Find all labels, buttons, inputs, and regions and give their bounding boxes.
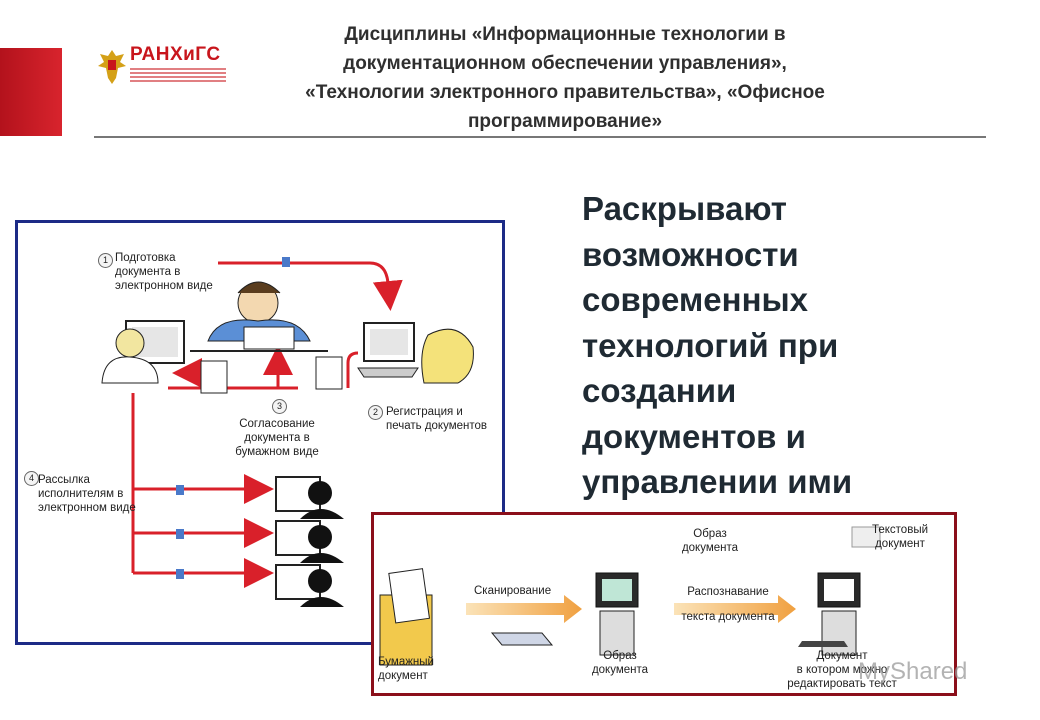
watermark: MyShared xyxy=(858,658,968,685)
header-divider xyxy=(94,136,986,138)
image-top-line: Образ xyxy=(693,528,727,540)
step3-number: 3 xyxy=(272,399,287,414)
eagle-emblem-icon xyxy=(98,50,126,84)
step2-label: Регистрация и печать документов xyxy=(374,405,487,433)
text-doc-line: документ xyxy=(875,538,925,550)
image-bottom-line: документа xyxy=(591,664,649,676)
main-statement: Раскрывают возможности современных техно… xyxy=(582,190,853,500)
scan-drawing xyxy=(379,526,881,666)
image-bottom-line: Образ xyxy=(603,650,637,662)
recognition-label: Распознавание текста документа xyxy=(670,585,786,624)
step4-line: Рассылка xyxy=(38,474,90,486)
recognition-line: текста документа xyxy=(681,611,775,623)
red-accent-tab xyxy=(0,48,62,136)
title-line: программирование» xyxy=(467,111,663,132)
step4-label: Рассылка исполнителям в электронном виде xyxy=(22,473,136,515)
edit-doc-line: Документ xyxy=(816,650,868,662)
step4-line: исполнителям в xyxy=(38,488,124,500)
step3-line: Согласование xyxy=(239,418,315,430)
step2-number: 2 xyxy=(368,405,383,420)
edit-doc-line: в котором можно xyxy=(796,664,888,676)
image-top-line: документа xyxy=(681,542,739,554)
scanning-label: Сканирование xyxy=(474,585,552,597)
title-line: «Технологии электронного правительства»,… xyxy=(305,82,825,103)
workflow-diagram: 1 Подготовка документа в электронном вид… xyxy=(15,220,505,645)
step1-line: Подготовка xyxy=(115,252,176,264)
title-line: документационном обеспечении управления»… xyxy=(343,53,787,74)
page-title: Дисциплины «Информационные технологии в … xyxy=(230,20,900,136)
step4-line: электронном виде xyxy=(38,502,136,514)
workflow-drawing xyxy=(101,257,474,607)
step4-number: 4 xyxy=(24,471,39,486)
paper-doc-line: Бумажный xyxy=(378,656,434,668)
paper-doc-line: документ xyxy=(378,670,428,682)
ranepa-logo: РАНХиГС xyxy=(96,44,226,90)
logo-subtext xyxy=(130,68,226,86)
title-line: Дисциплины «Информационные технологии в xyxy=(344,24,786,45)
image-top-label: Образ документа xyxy=(664,527,756,555)
logo-text: РАНХиГС xyxy=(130,44,221,65)
paper-doc-label: Бумажный документ xyxy=(378,655,434,683)
step3-label: Согласование документа в бумажном виде xyxy=(222,417,332,459)
text-doc-line: Текстовый xyxy=(871,524,929,536)
step1-line: электронном виде xyxy=(115,280,213,292)
step2-line: Регистрация и xyxy=(386,406,463,418)
text-doc-label: Текстовый документ xyxy=(854,523,946,551)
edit-doc-label: Документ в котором можно редактировать т… xyxy=(772,649,912,691)
step1-number: 1 xyxy=(98,253,113,268)
edit-doc-line: редактировать текст xyxy=(787,678,897,690)
step1-line: документа в xyxy=(115,266,181,278)
image-bottom-label: Образ документа xyxy=(570,649,670,677)
recognition-line: Распознавание xyxy=(687,586,769,598)
step2-line: печать документов xyxy=(386,420,488,432)
step1-label: Подготовка документа в электронном виде xyxy=(115,251,213,293)
step3-line: бумажном виде xyxy=(235,446,319,458)
step3-line: документа в xyxy=(244,432,310,444)
scan-ocr-diagram: Образ документа Текстовый документ Скани… xyxy=(371,512,957,696)
